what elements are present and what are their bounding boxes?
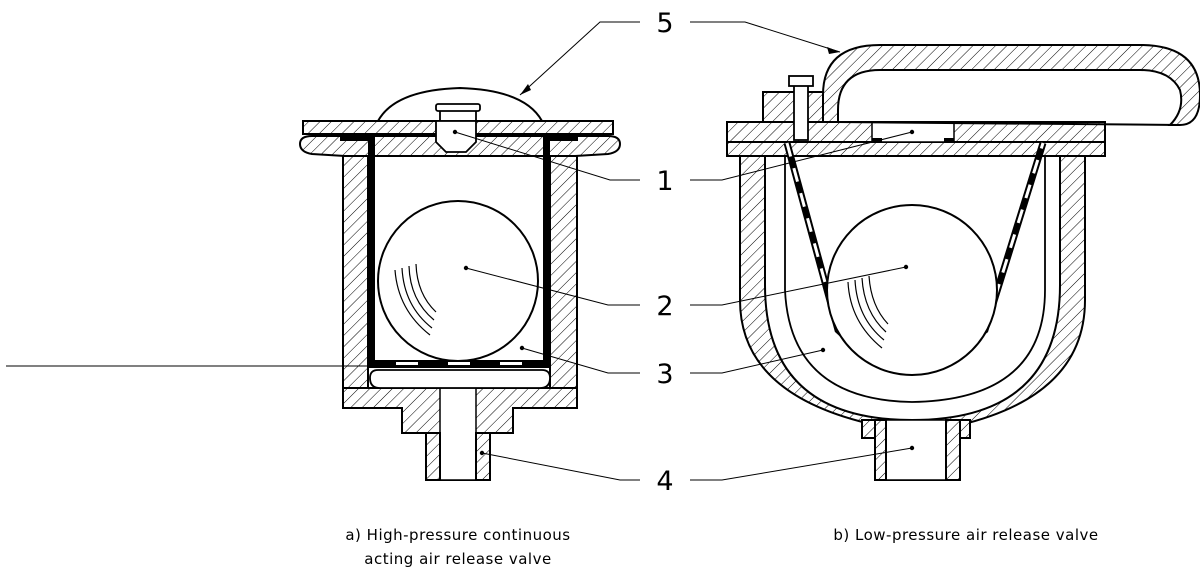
valve-b xyxy=(726,44,1200,481)
callout-1: 1 xyxy=(656,166,673,197)
leader-2-right xyxy=(690,266,907,306)
valve-a xyxy=(298,86,622,481)
leader-5-right xyxy=(690,21,841,53)
callout-4: 4 xyxy=(656,466,673,497)
leader-5-left xyxy=(519,21,640,96)
caption-b-line1: b) Low-pressure air release valve xyxy=(833,526,1098,544)
caption-a-line1: a) High-pressure continuous xyxy=(345,526,570,544)
valve-b-hood xyxy=(822,44,1200,126)
valve-a-liner-left xyxy=(368,134,375,366)
callout-3: 3 xyxy=(656,359,673,390)
valve-a-nozzle xyxy=(435,120,477,153)
callout-2: 2 xyxy=(656,291,673,322)
valve-a-liner-right xyxy=(543,134,550,366)
caption-a-line2: acting air release valve xyxy=(364,550,551,568)
leader-lines xyxy=(6,21,915,481)
leader-1-right xyxy=(690,131,913,181)
leader-2-left xyxy=(465,267,640,306)
leader-4-right xyxy=(690,447,913,481)
valve-b-outlet-bore xyxy=(885,419,947,481)
valve-a-ball-shading xyxy=(394,263,437,336)
callout-5: 5 xyxy=(656,8,673,39)
valve-b-ball-shading xyxy=(847,275,889,349)
leader-3-right xyxy=(690,349,824,374)
valve-a-seat xyxy=(369,369,551,389)
valve-a-outlet-bore xyxy=(439,387,477,481)
valve-b-ball xyxy=(826,204,998,376)
valve-b-bolt xyxy=(793,81,809,141)
leader-1-left xyxy=(454,131,640,181)
valve-a-ball xyxy=(377,200,539,362)
leader-4-left xyxy=(481,452,640,481)
leader-3-left xyxy=(521,347,640,374)
